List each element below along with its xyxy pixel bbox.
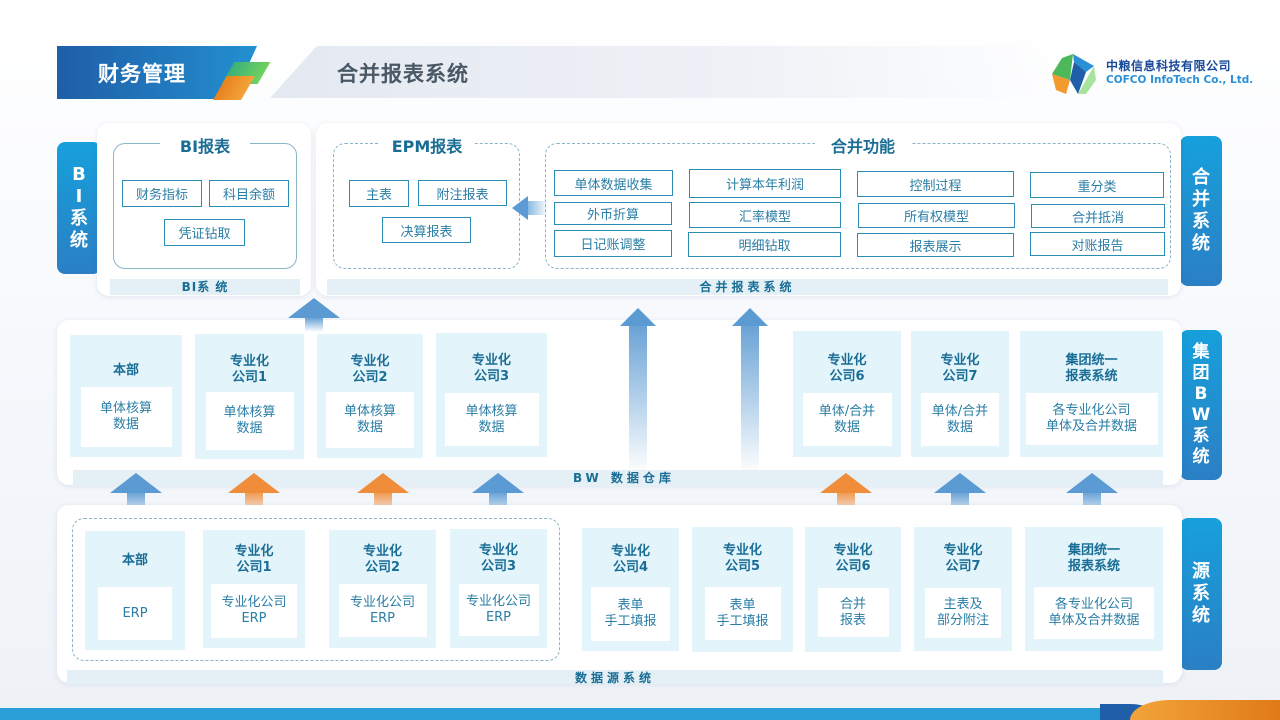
erp-source-group [72,518,560,661]
bw-card-company-3: 专业化 公司3 单体核算 数据 [436,333,547,457]
source-card-company-6: 专业化 公司6 合并 报表 [805,527,901,652]
side-label-bw: 集团BW系统 [1180,330,1222,480]
func-report-display[interactable]: 报表展示 [857,233,1014,257]
bi-panel-footer: BI系 统 [110,279,300,295]
source-card-company-2: 专业化 公司2 专业化公司 ERP [329,530,436,648]
bottom-accent-orange [1130,700,1280,720]
side-label-consolidation-text: 合并系统 [1192,167,1210,254]
source-card-title: 专业化 公司7 [943,543,983,574]
source-card-body: 表单 手工填报 [591,587,670,641]
side-label-source-text: 源系统 [1192,561,1210,626]
side-label-consolidation: 合并系统 [1180,136,1222,286]
source-card-company-3: 专业化 公司3 专业化公司 ERP [450,529,547,648]
bw-card-body: 单体/合并 数据 [921,393,999,446]
epm-report-title: EPM报表 [380,133,474,157]
bw-card-title: 专业化 公司1 [229,354,269,385]
arrow-up-icon [288,298,340,332]
bi-item-financial-indicators[interactable]: 财务指标 [122,180,202,207]
bw-card-company-7: 专业化 公司7 单体/合并 数据 [911,331,1009,457]
bi-report-title: BI报表 [160,133,250,157]
bw-card-body: 单体核算 数据 [326,392,414,448]
bw-card-title: 专业化 公司3 [471,353,511,384]
side-label-source: 源系统 [1180,518,1222,670]
epm-item-notes-report[interactable]: 附注报表 [418,180,507,206]
source-panel-footer: 数据源系统 [67,670,1163,685]
side-label-bi-text: BI系统 [70,164,88,251]
func-ownership-model[interactable]: 所有权模型 [858,203,1015,228]
bw-card-body: 单体核算 数据 [80,387,172,447]
source-card-title: 专业化 公司2 [362,544,402,575]
title-banner [270,46,1050,98]
arrow-up-icon [612,308,664,474]
bw-card-group-reporting-system: 集团统一 报表系统 各专业化公司 单体及合并数据 [1020,331,1163,457]
epm-item-final-accounts-report[interactable]: 决算报表 [382,217,471,243]
bw-card-title: 集团统一 报表系统 [1065,353,1118,384]
source-card-group-reporting-system: 集团统一 报表系统 各专业化公司 单体及合并数据 [1025,527,1163,651]
source-card-title: 专业化 公司5 [722,543,762,574]
func-current-year-profit[interactable]: 计算本年利润 [689,169,841,198]
source-card-body: 专业化公司 ERP [338,584,427,637]
bw-card-body: 各专业化公司 单体及合并数据 [1025,393,1158,445]
side-label-bi: BI系统 [57,142,101,274]
source-card-body: 合并 报表 [817,588,889,637]
logo-company-name-cn: 中粮信息科技有限公司 [1106,59,1232,73]
arrow-up-icon [724,308,776,474]
section-label: 财务管理 [98,62,186,86]
bw-card-headquarters: 本部 单体核算 数据 [70,335,182,457]
bi-item-voucher-drilldown[interactable]: 凭证钻取 [164,219,245,246]
bw-card-body: 单体/合并 数据 [802,393,892,446]
bw-panel-footer: BW 数据仓库 [73,470,1163,486]
source-card-title: 专业化 公司6 [833,543,873,574]
func-currency-translation[interactable]: 外币折算 [554,202,672,225]
func-reclassification[interactable]: 重分类 [1030,172,1164,198]
consolidation-panel-footer: 合并报表系统 [327,279,1168,295]
bw-card-company-2: 专业化 公司2 单体核算 数据 [317,334,423,458]
func-entity-data-collection[interactable]: 单体数据收集 [554,170,673,196]
source-card-title: 专业化 公司4 [610,544,650,575]
source-card-body: 主表及 部分附注 [925,588,1001,638]
side-label-bw-text: 集团BW系统 [1191,342,1211,467]
source-card-company-7: 专业化 公司7 主表及 部分附注 [914,527,1012,651]
source-card-body: 专业化公司 ERP [211,584,297,638]
source-card-company-4: 专业化 公司4 表单 手工填报 [582,528,679,651]
func-reconciliation-report[interactable]: 对账报告 [1030,232,1165,256]
bw-card-body: 单体核算 数据 [205,392,294,450]
source-card-title: 专业化 公司1 [234,544,274,575]
source-card-company-5: 专业化 公司5 表单 手工填报 [692,527,793,652]
func-journal-adjustment[interactable]: 日记账调整 [554,230,672,257]
source-card-headquarters: 本部 ERP [85,531,185,650]
source-card-body: 专业化公司 ERP [458,584,539,636]
arrow-left-icon [512,196,548,220]
bw-card-title: 专业化 公司6 [827,353,867,384]
source-card-title: 集团统一 报表系统 [1067,543,1120,574]
source-card-body: 表单 手工填报 [704,587,781,640]
cofco-logo-icon [1052,54,1096,94]
source-card-body: 各专业化公司 单体及合并数据 [1034,587,1154,639]
bw-card-company-6: 专业化 公司6 单体/合并 数据 [793,331,901,457]
source-card-company-1: 专业化 公司1 专业化公司 ERP [203,530,305,648]
bw-card-company-1: 专业化 公司1 单体核算 数据 [195,334,304,459]
bottom-bar [0,708,1280,720]
source-card-body: ERP [98,587,172,640]
bi-item-account-balance[interactable]: 科目余额 [209,180,289,207]
bw-card-body: 单体核算 数据 [444,393,539,446]
func-consolidation-elimination[interactable]: 合并抵消 [1031,204,1165,228]
page-title: 合并报表系统 [337,62,469,86]
bw-card-title: 专业化 公司2 [350,354,390,385]
func-exchange-rate-model[interactable]: 汇率模型 [689,202,841,228]
source-card-title: 专业化 公司3 [478,543,518,574]
epm-item-main-statement[interactable]: 主表 [349,180,409,207]
bw-card-title: 专业化 公司7 [940,353,980,384]
bw-card-title: 本部 [112,363,139,378]
func-control-process[interactable]: 控制过程 [857,171,1014,197]
func-detail-drilldown[interactable]: 明细钻取 [688,232,841,257]
consolidation-function-title: 合并功能 [815,133,911,157]
logo-company-name-en: COFCO InfoTech Co., Ltd. [1106,74,1254,86]
source-card-title: 本部 [121,553,148,568]
